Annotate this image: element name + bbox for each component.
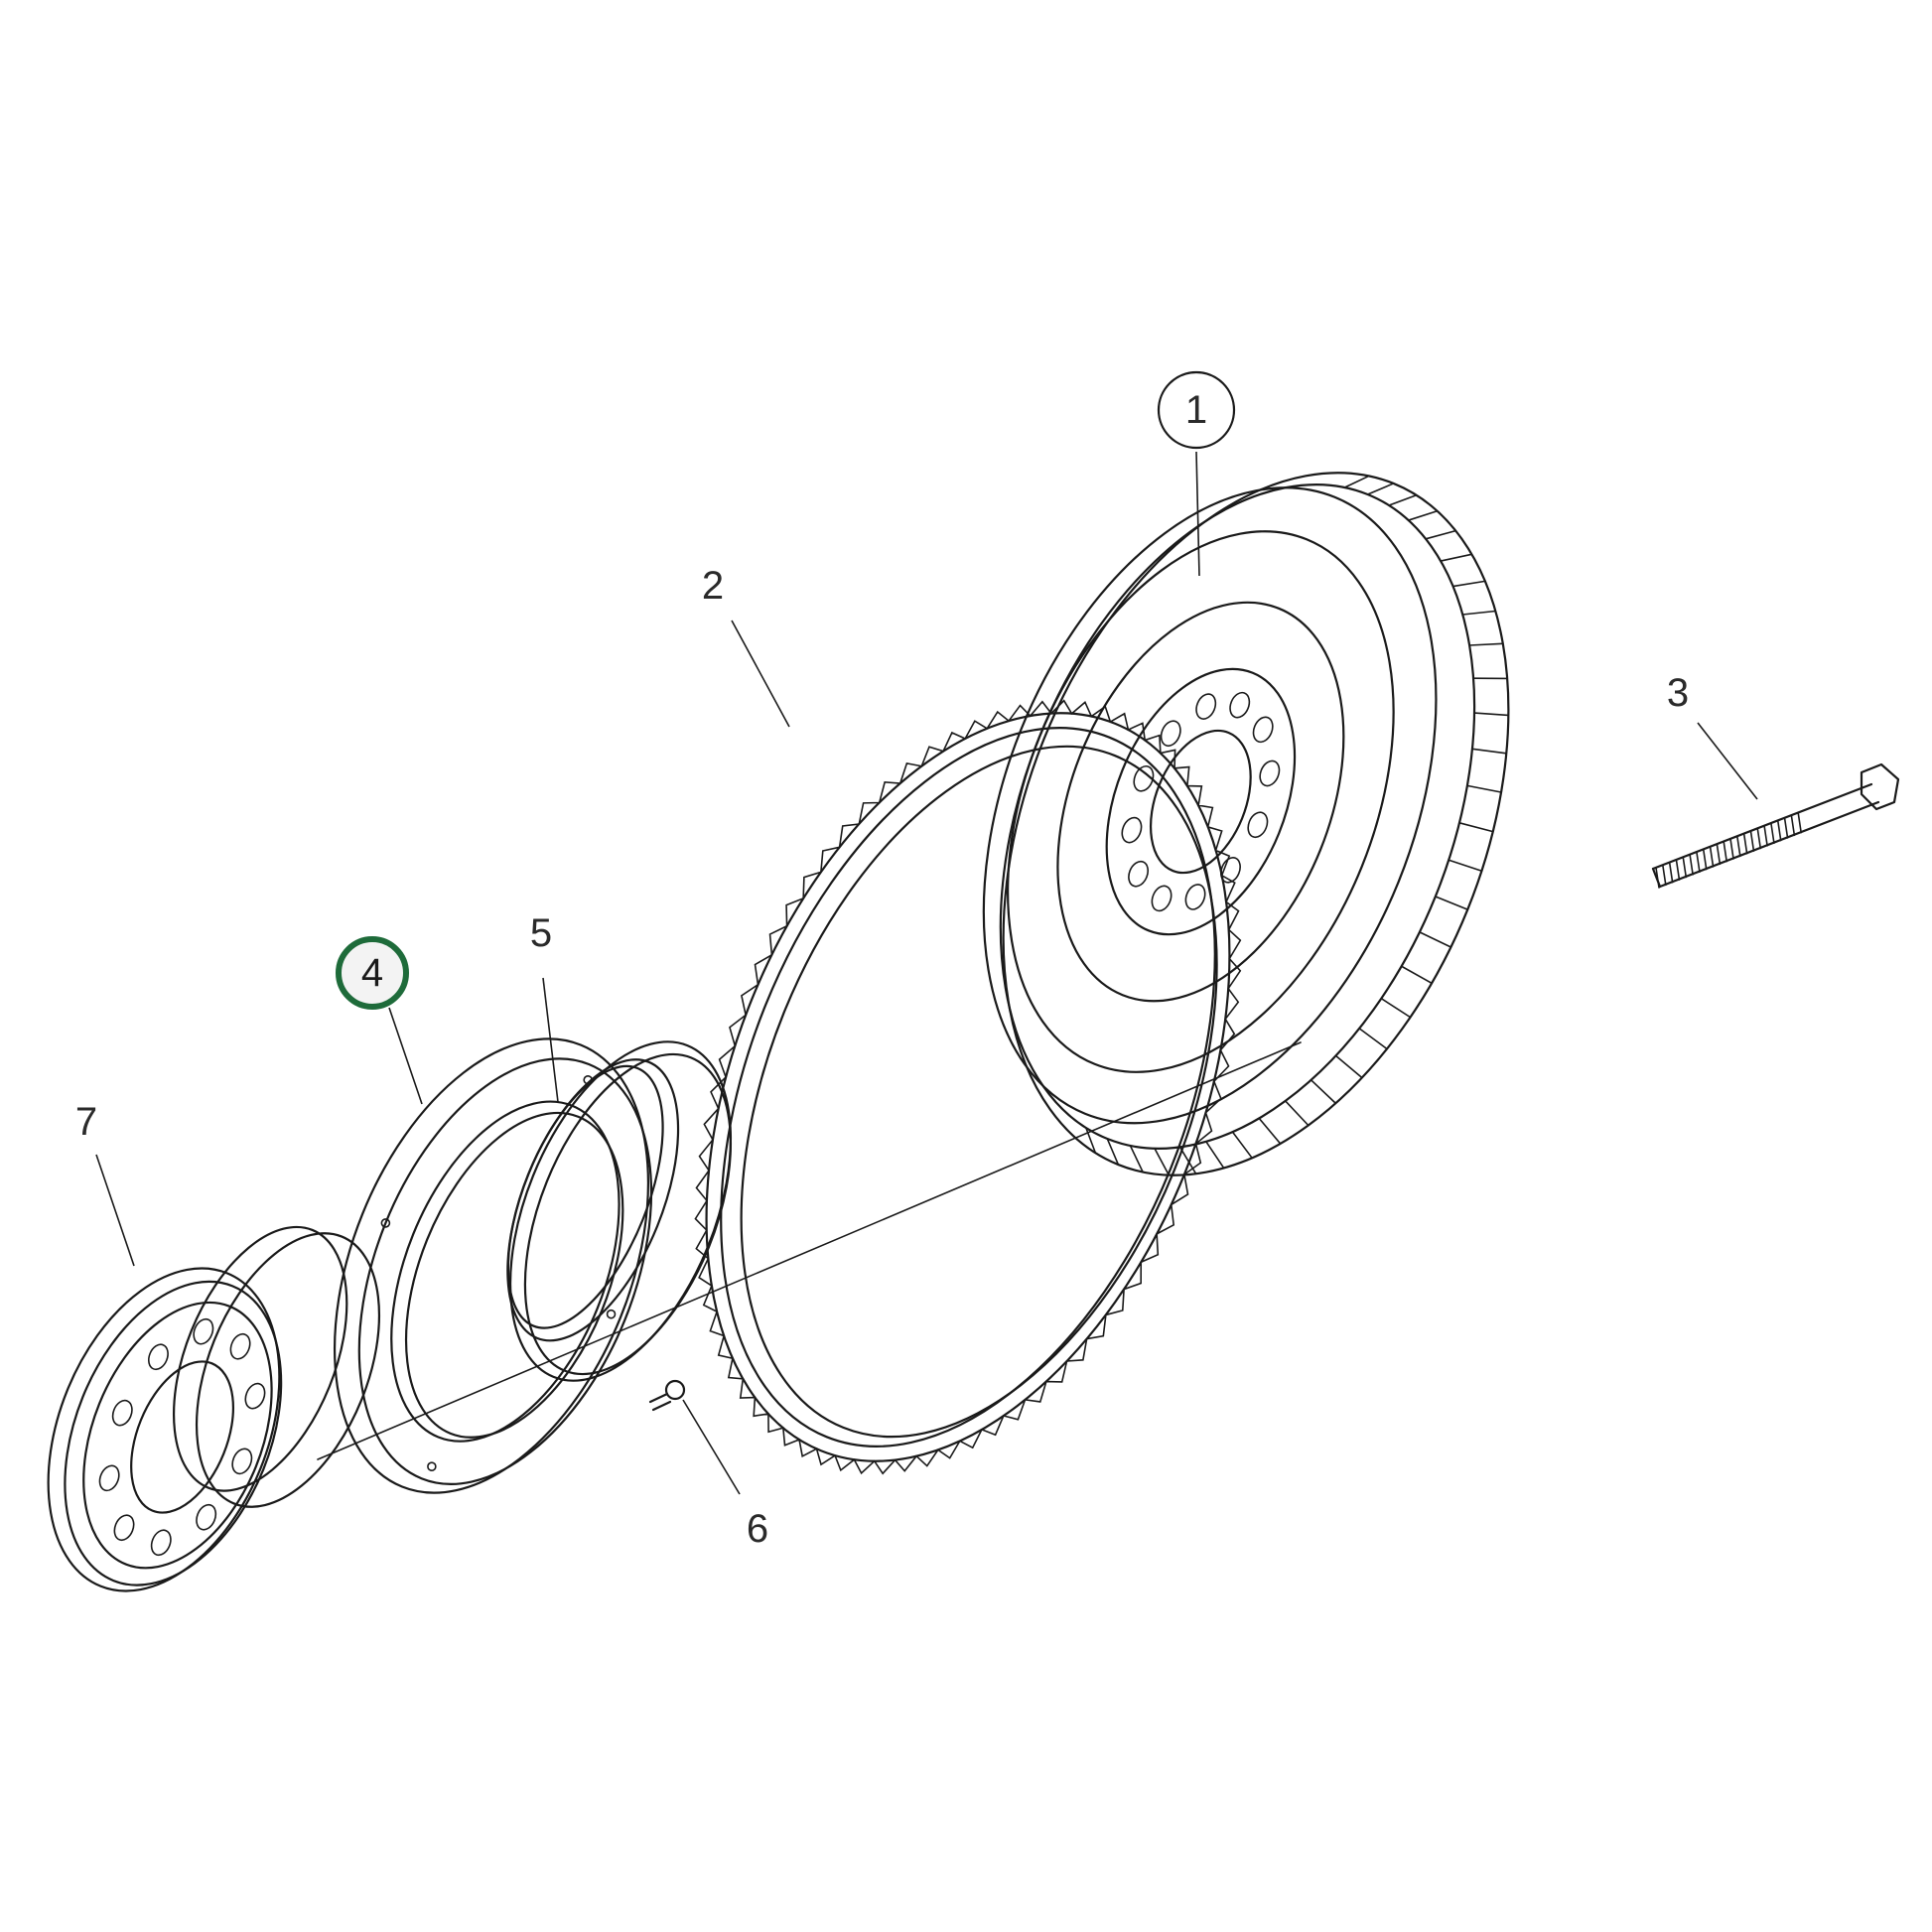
callout-7[interactable]: 7 xyxy=(75,1100,97,1144)
callout-5-label: 5 xyxy=(530,911,552,955)
part-hub[interactable] xyxy=(4,1197,416,1626)
part-screw[interactable] xyxy=(648,1379,686,1412)
leader-6 xyxy=(682,1399,741,1495)
leader-5 xyxy=(542,977,559,1103)
callout-2[interactable]: 2 xyxy=(702,564,724,608)
callout-6-label: 6 xyxy=(747,1507,768,1551)
part-ring-gear[interactable] xyxy=(590,621,1346,1555)
leader-1 xyxy=(1195,451,1200,577)
part-bolt[interactable] xyxy=(1651,762,1900,889)
part-flywheel[interactable] xyxy=(884,388,1605,1250)
callout-4[interactable]: 4 xyxy=(336,936,409,1010)
callout-5[interactable]: 5 xyxy=(530,911,552,955)
callout-3-label: 3 xyxy=(1667,671,1689,715)
leader-2 xyxy=(731,620,790,728)
center-axis-line xyxy=(317,1041,1302,1460)
callout-7-label: 7 xyxy=(75,1100,97,1144)
leader-7 xyxy=(95,1154,135,1267)
callout-1[interactable]: 1 xyxy=(1157,370,1236,450)
part-seal-ring[interactable] xyxy=(462,1009,776,1413)
leader-3 xyxy=(1697,722,1758,800)
callout-6[interactable]: 6 xyxy=(747,1507,768,1551)
callout-2-label: 2 xyxy=(702,564,724,608)
leader-4 xyxy=(388,1007,423,1105)
callout-3[interactable]: 3 xyxy=(1667,671,1689,715)
callout-1-label: 1 xyxy=(1185,388,1207,432)
callout-4-label: 4 xyxy=(361,951,383,995)
